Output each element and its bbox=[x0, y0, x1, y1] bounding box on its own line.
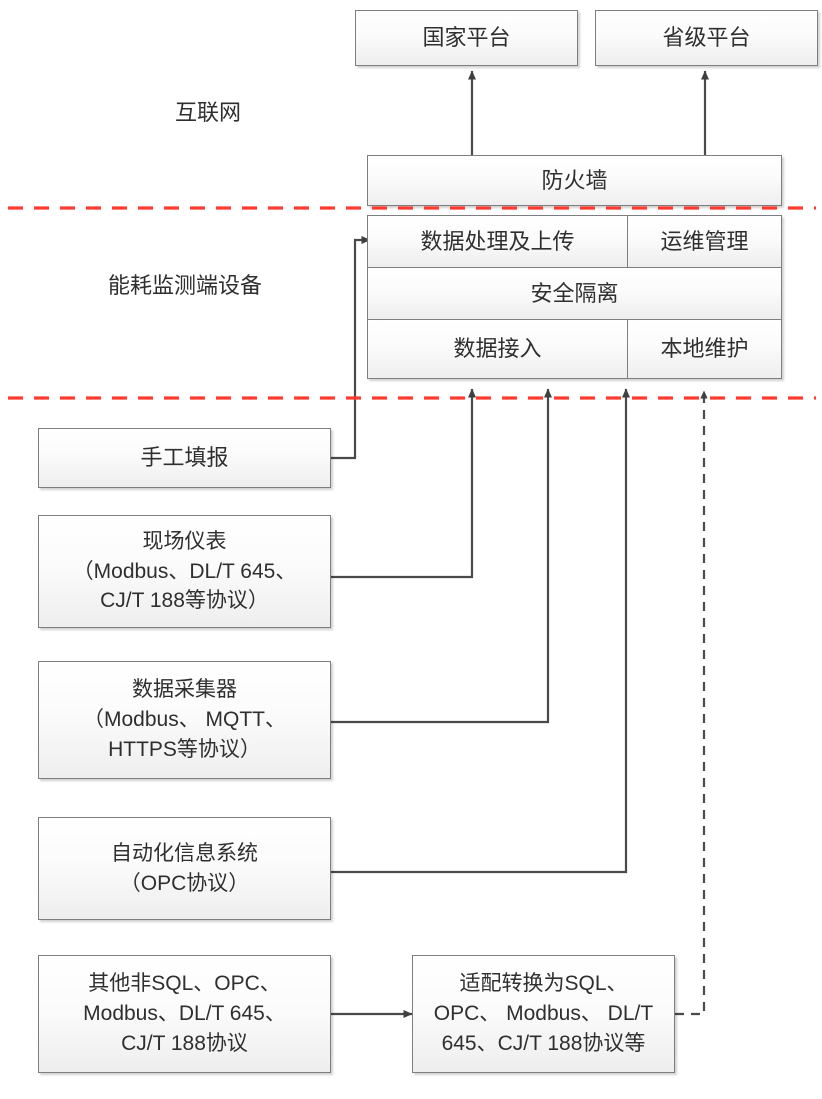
data-collector-box[interactable]: 数据采集器 （Modbus、 MQTT、 HTTPS等协议） bbox=[38, 661, 331, 779]
national-platform-label: 国家平台 bbox=[422, 25, 511, 51]
data-collector-label: 数据采集器 （Modbus、 MQTT、 HTTPS等协议） bbox=[82, 678, 287, 761]
automation-system-box[interactable]: 自动化信息系统 （OPC协议） bbox=[38, 817, 331, 920]
zone-label-internet: 互联网 bbox=[175, 100, 242, 125]
data-access-label: 数据接入 bbox=[453, 336, 542, 362]
security-isolation-label: 安全隔离 bbox=[530, 280, 619, 306]
firewall-box[interactable]: 防火墙 bbox=[367, 155, 782, 206]
provincial-platform-box[interactable]: 省级平台 bbox=[595, 10, 818, 66]
security-isolation-box[interactable]: 安全隔离 bbox=[367, 267, 782, 320]
data-processing-upload-label: 数据处理及上传 bbox=[420, 228, 575, 254]
automation-system-label: 自动化信息系统 （OPC协议） bbox=[111, 841, 258, 895]
manual-entry-box[interactable]: 手工填报 bbox=[38, 428, 331, 488]
operation-maintenance-box[interactable]: 运维管理 bbox=[627, 215, 782, 268]
operation-maintenance-label: 运维管理 bbox=[660, 228, 749, 254]
field-instrument-label: 现场仪表 （Modbus、DL/T 645、 CJ/T 188等协议） bbox=[72, 529, 297, 613]
local-maintenance-box[interactable]: 本地维护 bbox=[627, 319, 782, 379]
zone-label-edge-device: 能耗监测端设备 bbox=[108, 273, 263, 298]
field-instrument-box[interactable]: 现场仪表 （Modbus、DL/T 645、 CJ/T 188等协议） bbox=[38, 515, 331, 628]
other-protocols-label: 其他非SQL、OPC、 Modbus、DL/T 645、 CJ/T 188协议 bbox=[83, 972, 286, 1055]
connector-automation-to-access bbox=[331, 388, 630, 874]
data-processing-upload-box[interactable]: 数据处理及上传 bbox=[367, 215, 628, 268]
edge-device-stack: 数据处理及上传 运维管理 安全隔离 数据接入 本地维护 bbox=[367, 215, 782, 379]
connector-instrument-to-access bbox=[331, 388, 476, 579]
connector-adapter-to-local-maintenance bbox=[675, 390, 708, 1016]
firewall-label: 防火墙 bbox=[541, 167, 608, 193]
data-access-box[interactable]: 数据接入 bbox=[367, 319, 628, 379]
provincial-platform-label: 省级平台 bbox=[662, 25, 751, 51]
connector-manual-to-processing bbox=[331, 236, 371, 460]
manual-entry-label: 手工填报 bbox=[140, 445, 229, 471]
protocol-adapter-box[interactable]: 适配转换为SQL、 OPC、 Modbus、 DL/T 645、CJ/T 188… bbox=[412, 955, 675, 1073]
local-maintenance-label: 本地维护 bbox=[660, 336, 749, 362]
protocol-adapter-label: 适配转换为SQL、 OPC、 Modbus、 DL/T 645、CJ/T 188… bbox=[433, 972, 654, 1055]
national-platform-box[interactable]: 国家平台 bbox=[355, 10, 578, 66]
connector-collector-to-access bbox=[331, 388, 552, 724]
other-protocols-box[interactable]: 其他非SQL、OPC、 Modbus、DL/T 645、 CJ/T 188协议 bbox=[38, 955, 331, 1073]
